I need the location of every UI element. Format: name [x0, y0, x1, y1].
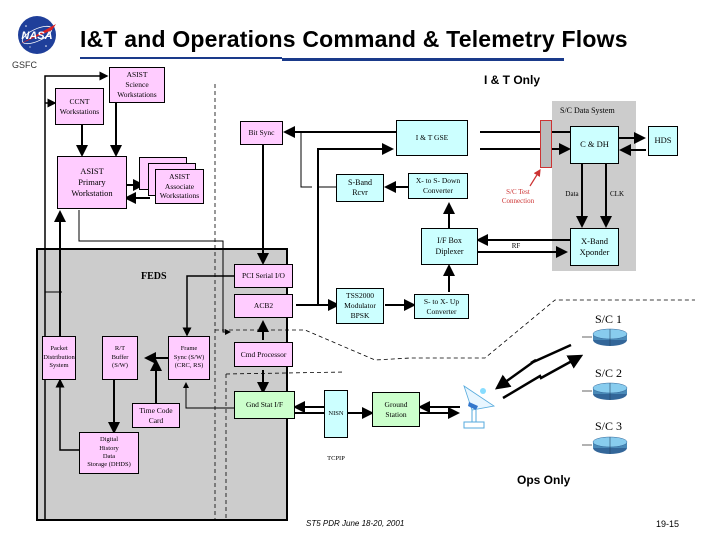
asist-science-workstations[interactable]: ASIST Science Workstations	[109, 67, 165, 103]
ccnt-workstations[interactable]: CCNT Workstations	[55, 88, 104, 125]
sc-test-connection-port[interactable]	[540, 120, 552, 168]
tcpip-label: TCPIP	[327, 455, 345, 462]
title-underline	[80, 57, 282, 59]
antenna	[458, 382, 500, 432]
spacecraft-1	[582, 327, 628, 352]
title-underline-right	[282, 58, 564, 61]
nasa-logo: NASA	[16, 14, 58, 56]
pci-serial-io[interactable]: PCI Serial I/O	[234, 264, 293, 288]
s-to-x-up-converter[interactable]: S- to X- Up Converter	[414, 294, 469, 319]
sc1-label: S/C 1	[595, 312, 623, 326]
ops-only-label: Ops Only	[517, 473, 571, 487]
page-title: I&T and Operations Command & Telemetry F…	[80, 26, 628, 52]
sc-data-system-label: S/C Data System	[560, 106, 615, 115]
spacecraft-3	[582, 435, 628, 460]
time-code-card[interactable]: Time Code Card	[132, 403, 180, 428]
ops-boundary	[225, 371, 346, 375]
cmd-processor[interactable]: Cmd Processor	[234, 342, 293, 367]
svg-text:NASA: NASA	[21, 30, 52, 42]
acb2[interactable]: ACB2	[234, 294, 293, 318]
rf-label: RF	[511, 242, 521, 250]
satellite-dish-icon	[463, 385, 496, 429]
bit-sync[interactable]: Bit Sync	[240, 121, 283, 145]
cdh[interactable]: C & DH	[570, 126, 619, 164]
tss2000-modulator[interactable]: TSS2000 Modulator BPSK	[336, 288, 384, 324]
ground-station[interactable]: Ground Station	[372, 392, 420, 427]
sc3-label: S/C 3	[595, 419, 623, 433]
feds-label: FEDS	[141, 271, 167, 282]
sc-test-connection-label: S/C Test Connection	[501, 188, 535, 206]
asist-primary-workstation[interactable]: ASIST Primary Workstation	[57, 156, 127, 209]
it-only-label: I & T Only	[484, 73, 541, 87]
sc2-label: S/C 2	[595, 366, 623, 380]
data-label: Data	[565, 190, 579, 198]
frame-sync[interactable]: Frame Sync (S/W) (CRC, RS)	[168, 336, 210, 380]
gnd-stat-if[interactable]: Gnd Stat I/F	[234, 391, 295, 419]
clk-label: CLK	[610, 190, 624, 198]
footer-event: ST5 PDR June 18-20, 2001	[306, 519, 405, 528]
spacecraft-icon	[582, 436, 628, 454]
x-band-xponder[interactable]: X-Band Xponder	[570, 228, 619, 266]
packet-distribution-system[interactable]: Packet Distribution System	[42, 336, 76, 380]
nisn[interactable]: NISN	[324, 390, 348, 438]
if-box-diplexer[interactable]: I/F Box Diplexer	[421, 228, 478, 265]
page-number: 19-15	[656, 519, 680, 529]
rt-buffer[interactable]: R/T Buffer (S/W)	[102, 336, 138, 380]
s-band-rcvr[interactable]: S-Band Rcvr	[336, 174, 384, 202]
asist-associate-workstations[interactable]: ASIST Associate Workstations	[155, 169, 204, 204]
it-boundary-upper	[215, 299, 695, 361]
spacecraft-2	[582, 381, 628, 406]
x-to-s-down-converter[interactable]: X- to S- Down Converter	[408, 173, 468, 199]
dhds[interactable]: Digital History Data Storage (DHDS)	[79, 432, 139, 474]
hds[interactable]: HDS	[648, 126, 678, 156]
spacecraft-icon	[582, 382, 628, 400]
feds-region	[36, 248, 288, 521]
nasa-meatball-icon: NASA	[18, 16, 56, 54]
spacecraft-icon	[582, 328, 628, 346]
it-gse[interactable]: I & T GSE	[396, 120, 468, 156]
org-label: GSFC	[12, 60, 38, 70]
